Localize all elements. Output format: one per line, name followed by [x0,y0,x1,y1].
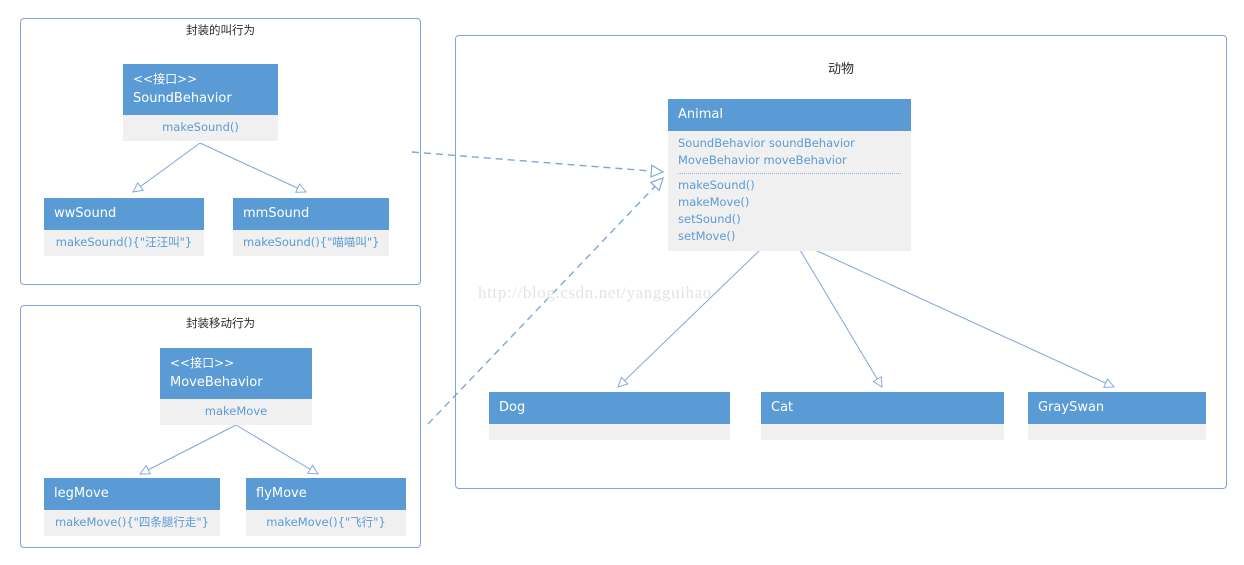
class-members-soundbehavior: makeSound() [123,114,278,141]
class-name-label: Dog [499,400,526,415]
class-name-label: Animal [678,107,723,122]
members-divider [678,172,901,174]
class-name-label: legMove [54,486,109,501]
panel-title-sound: 封装的叫行为 [186,23,255,37]
class-header-soundbehavior: <<接口>> SoundBehavior [123,64,278,115]
class-header-grayswan: GraySwan [1028,392,1206,425]
stereotype-label: <<接口>> [133,72,198,86]
class-members-animal: SoundBehavior soundBehavior MoveBehavior… [668,131,911,251]
class-header-mmsound: mmSound [233,198,389,231]
class-members-legmove: makeMove(){"四条腿行走"} [44,510,220,537]
panel-title-move: 封装移动行为 [186,316,255,330]
attribute-row: MoveBehavior moveBehavior [678,153,847,168]
class-name-label: mmSound [243,206,310,221]
class-header-flymove: flyMove [246,478,406,511]
class-header-wwsound: wwSound [44,198,204,231]
class-box-wwsound[interactable]: wwSound makeSound(){"汪汪叫"} [44,198,204,257]
class-members-mmsound: makeSound(){"喵喵叫"} [233,230,389,257]
class-header-legmove: legMove [44,478,220,511]
class-members-cat [761,424,1004,441]
class-box-cat[interactable]: Cat [761,392,1004,441]
class-name-label: wwSound [54,206,117,221]
class-box-movebehavior[interactable]: <<接口>> MoveBehavior makeMove [160,348,312,425]
method-row: setSound() [678,212,741,227]
method-row: makeSound() [678,177,755,192]
watermark-text: http://blog.csdn.net/yangguihao [478,283,712,302]
class-box-flymove[interactable]: flyMove makeMove(){"飞行"} [246,478,406,537]
class-box-dog[interactable]: Dog [489,392,730,441]
class-members-dog [489,424,730,441]
panel-sound-behavior [20,18,421,285]
class-box-legmove[interactable]: legMove makeMove(){"四条腿行走"} [44,478,220,537]
class-name-label: flyMove [256,486,307,501]
method-row: setMove() [678,229,736,244]
member-row: makeSound(){"汪汪叫"} [55,235,193,250]
panel-title-animal: 动物 [827,62,854,77]
class-name-label: SoundBehavior [133,90,232,106]
member-row: makeMove(){"四条腿行走"} [54,515,210,530]
class-header-cat: Cat [761,392,1004,425]
panel-animal [455,35,1227,489]
class-box-grayswan[interactable]: GraySwan [1028,392,1206,441]
class-header-movebehavior: <<接口>> MoveBehavior [160,348,312,399]
attribute-row: SoundBehavior soundBehavior [678,136,855,151]
class-box-mmsound[interactable]: mmSound makeSound(){"喵喵叫"} [233,198,389,257]
class-name-label: MoveBehavior [170,374,263,390]
class-header-dog: Dog [489,392,730,425]
class-members-grayswan [1028,424,1206,441]
class-members-movebehavior: makeMove [160,398,312,425]
member-row: makeMove [204,403,268,418]
class-name-label: Cat [771,400,794,415]
member-row: makeMove(){"飞行"} [266,515,386,530]
class-members-wwsound: makeSound(){"汪汪叫"} [44,230,204,257]
member-row: makeSound(){"喵喵叫"} [243,235,380,250]
class-members-flymove: makeMove(){"飞行"} [246,510,406,537]
class-box-animal[interactable]: Animal SoundBehavior soundBehavior MoveB… [668,99,911,251]
member-row: makeSound() [162,119,239,134]
method-row: makeMove() [678,194,750,209]
class-name-label: GraySwan [1038,400,1105,415]
class-box-soundbehavior[interactable]: <<接口>> SoundBehavior makeSound() [123,64,278,141]
class-header-animal: Animal [668,99,911,132]
stereotype-label: <<接口>> [170,356,235,370]
panel-move-behavior [20,305,421,548]
